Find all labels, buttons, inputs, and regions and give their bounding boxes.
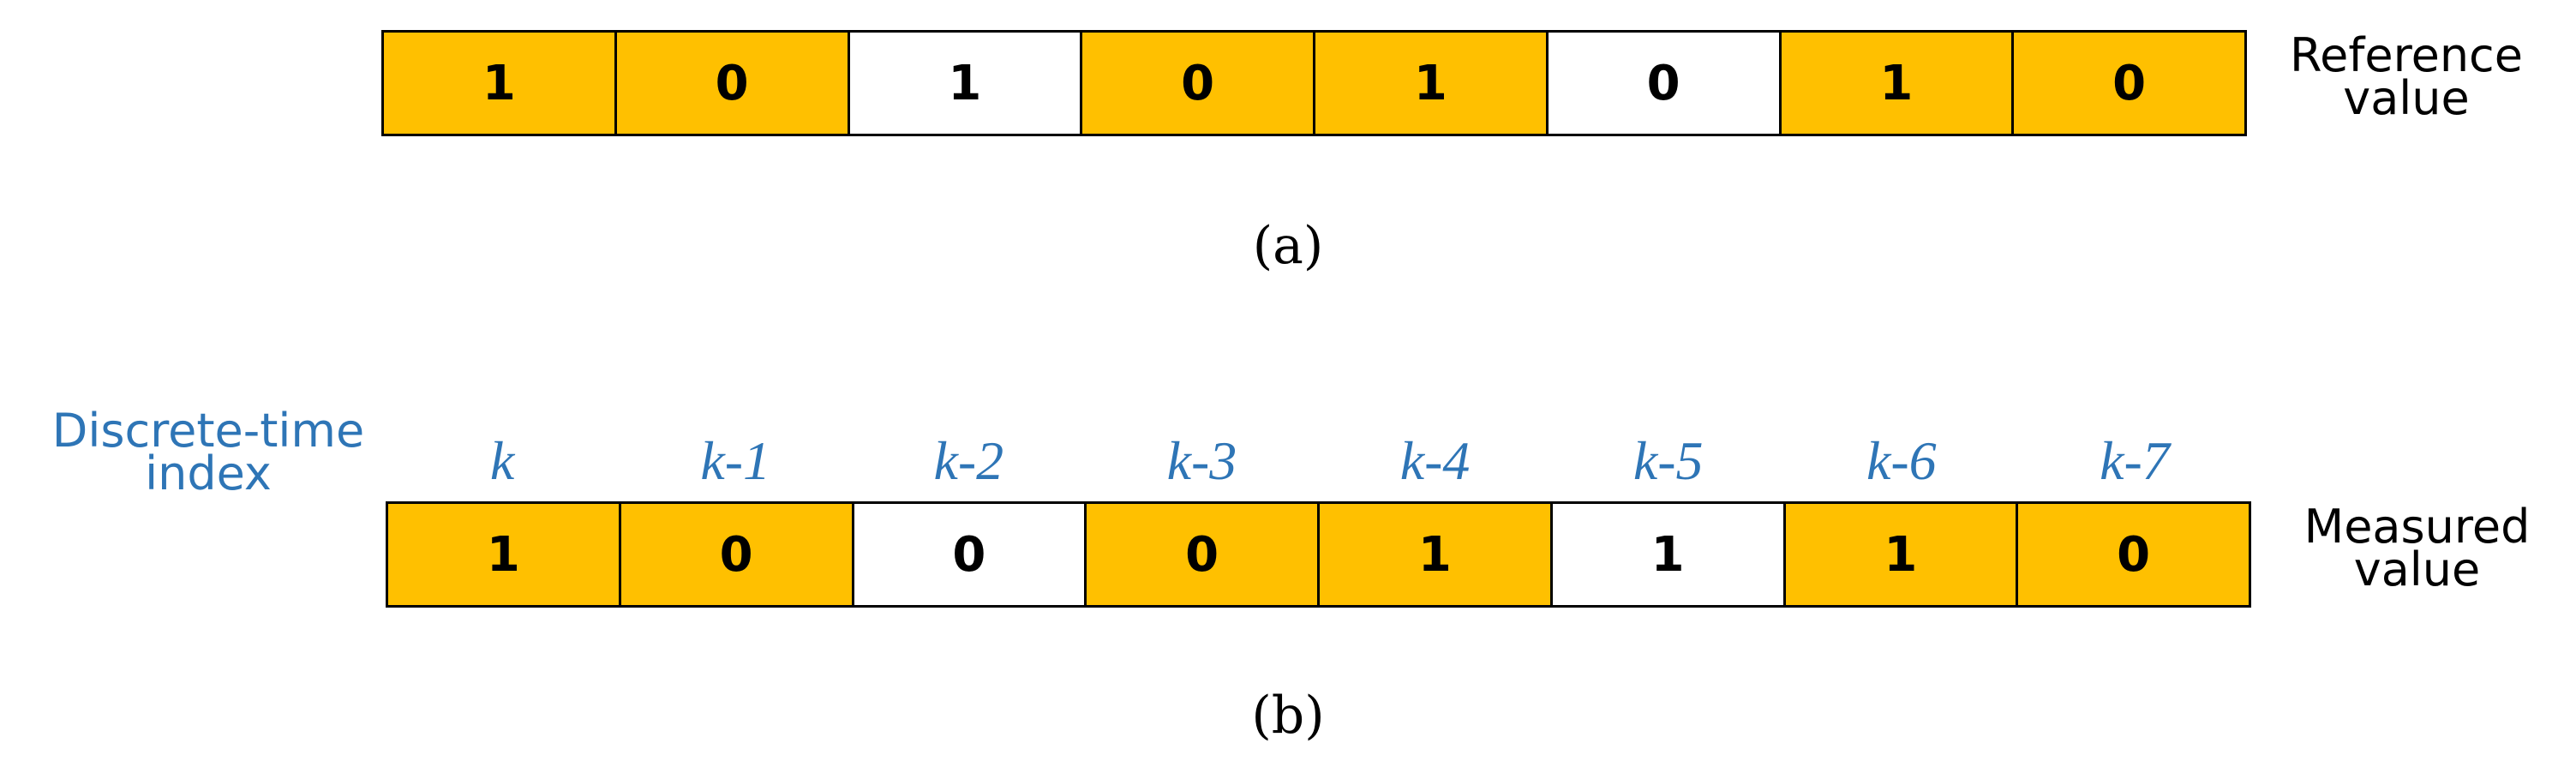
discrete-time-label-line1: Discrete-time <box>51 404 365 458</box>
reference-cell: 0 <box>2014 33 2244 134</box>
reference-cell: 1 <box>384 33 617 134</box>
measured-cell: 0 <box>2018 504 2249 605</box>
measured-cell: 1 <box>1320 504 1553 605</box>
reference-label-line2: value <box>2343 71 2470 125</box>
caption-b: (b) <box>1251 686 1325 746</box>
reference-cell: 0 <box>1548 33 1782 134</box>
discrete-time-label-line2: index <box>145 446 272 500</box>
reference-value-label: Reference value <box>2269 28 2543 125</box>
reference-cell: 1 <box>849 33 1083 134</box>
time-index: k-1 <box>700 430 771 491</box>
reference-cell: 1 <box>1315 33 1549 134</box>
measured-cell: 0 <box>620 504 854 605</box>
reference-cell: 0 <box>616 33 850 134</box>
discrete-time-index-label: Discrete-time index <box>24 404 392 500</box>
measured-value-row: 1 0 0 0 1 1 1 0 <box>386 501 2251 608</box>
measured-cell: 1 <box>1552 504 1786 605</box>
time-index: k <box>489 430 515 491</box>
measured-cell: 1 <box>1785 504 2019 605</box>
measured-label-line2: value <box>2353 542 2481 596</box>
reference-label-line1: Reference <box>2290 28 2523 82</box>
time-index: k-6 <box>1866 430 1937 491</box>
reference-cell: 0 <box>1082 33 1315 134</box>
measured-cell: 0 <box>1087 504 1320 605</box>
measured-cell: 1 <box>388 504 621 605</box>
caption-a: (a) <box>1252 216 1324 276</box>
reference-cell: 1 <box>1781 33 2015 134</box>
time-index: k-7 <box>2100 430 2170 491</box>
time-index: k-2 <box>933 430 1004 491</box>
time-index: k-4 <box>1399 430 1471 491</box>
time-index: k-3 <box>1166 430 1237 491</box>
measured-cell: 0 <box>854 504 1087 605</box>
measured-label-line1: Measured <box>2303 500 2531 554</box>
reference-value-row: 1 0 1 0 1 0 1 0 <box>381 30 2247 136</box>
measured-value-label: Measured value <box>2269 500 2565 596</box>
time-index: k-5 <box>1632 430 1704 491</box>
time-index-row: k k-1 k-2 k-3 k-4 k-5 k-6 k-7 <box>386 428 2251 493</box>
